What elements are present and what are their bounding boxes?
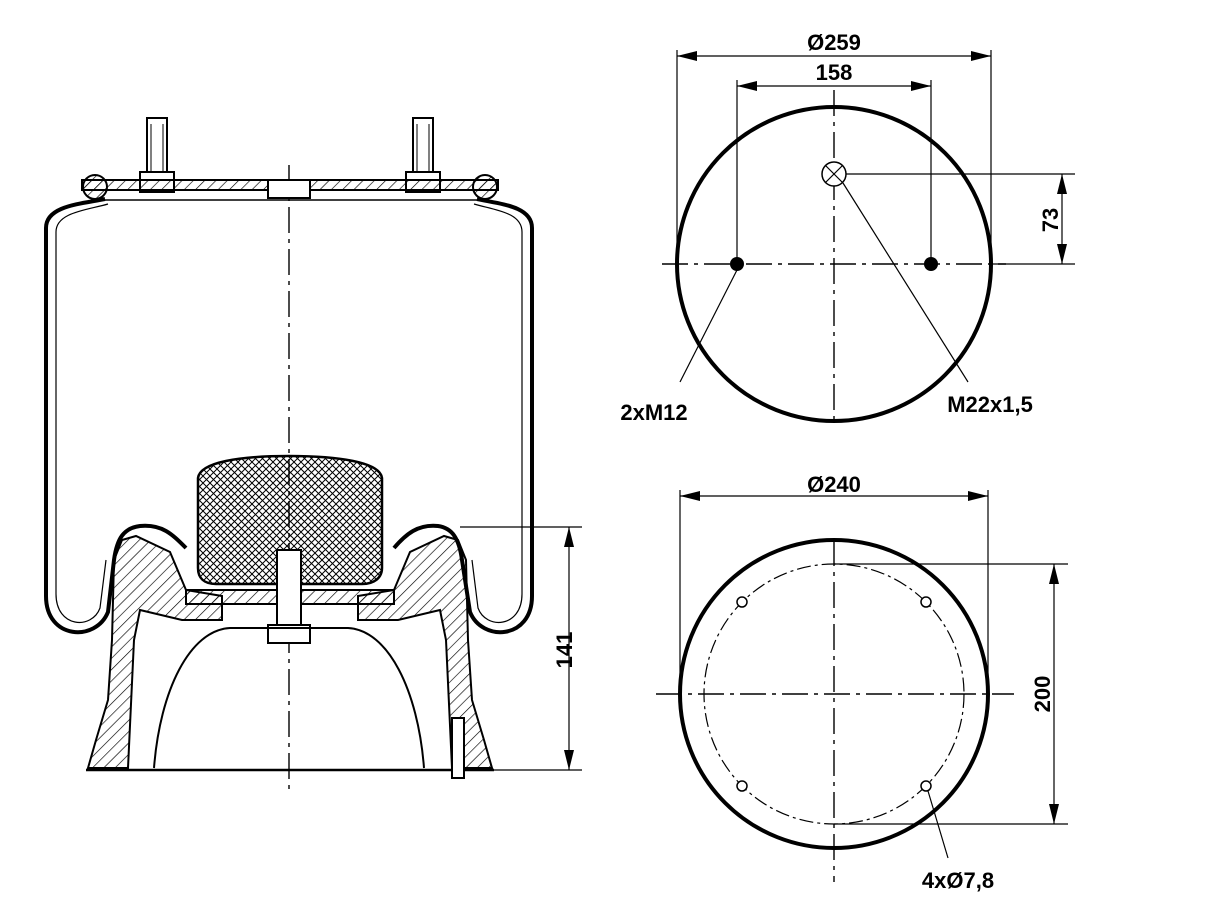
bottom-piston-view: Ø240 200 4xØ7,8 xyxy=(656,472,1068,893)
air-inlet-label: M22x1,5 xyxy=(947,392,1033,417)
top-plate-view: Ø259 158 73 2xM12 M22x1,5 xyxy=(620,30,1075,425)
bump-stop xyxy=(196,454,384,586)
mount-hole-3 xyxy=(736,780,748,792)
stud-spacing-label: 158 xyxy=(816,60,853,85)
piston-height-label: 141 xyxy=(552,632,577,669)
hole-circle-label: 200 xyxy=(1030,676,1055,713)
mount-hole-2 xyxy=(920,596,932,608)
inlet-offset-label: 73 xyxy=(1038,208,1063,232)
bottom-diameter-label: Ø240 xyxy=(807,472,861,497)
piston-cone xyxy=(153,627,425,769)
crimp-left xyxy=(82,174,108,200)
holes-label: 4xØ7,8 xyxy=(922,868,994,893)
crimp-right xyxy=(472,174,498,200)
center-nut xyxy=(267,624,311,644)
rubber-bellow xyxy=(44,197,188,635)
mount-hole-1 xyxy=(736,596,748,608)
studs-label: 2xM12 xyxy=(620,400,687,425)
side-section-view: 141 xyxy=(44,117,582,790)
air-inlet-boss xyxy=(267,179,311,199)
top-stud-right xyxy=(405,117,441,193)
mount-hole-4 xyxy=(920,780,932,792)
top-diameter-label: Ø259 xyxy=(807,30,861,55)
